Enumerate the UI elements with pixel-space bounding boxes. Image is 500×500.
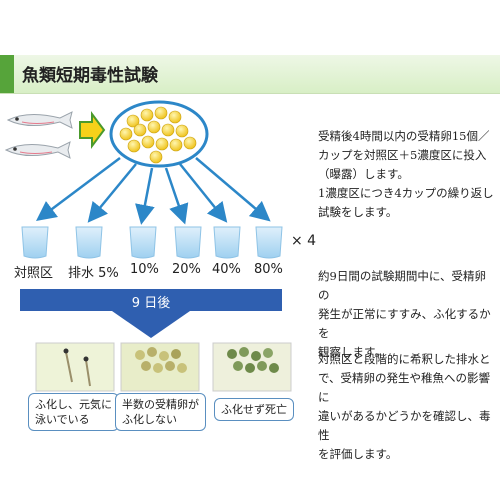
page-title: 魚類短期毒性試験 [22, 66, 158, 86]
cup-icon [213, 226, 241, 259]
desc-line: 受精後4時間以内の受精卵15個／ [318, 129, 490, 143]
title-accent [0, 55, 14, 93]
desc-line: 違いがあるかどうかを確認し、毒性 [318, 409, 491, 442]
label-40pct: 40% [212, 262, 241, 277]
eggs-icon [119, 106, 197, 164]
desc-line: カップを対照区＋5濃度区に投入 [318, 148, 487, 162]
arrow-to-cup-3 [135, 167, 155, 225]
desc-line: 観察します。 [318, 345, 386, 359]
desc-line: 約9日間の試験期間中に、受精卵の [318, 269, 486, 302]
desc-line: 発生が正常にすすみ、ふ化するかを [318, 307, 491, 340]
cup-icon [174, 226, 202, 259]
cup-icon [21, 226, 49, 259]
repeat-multiplier: × 4 [291, 233, 317, 249]
label-10pct: 10% [130, 262, 159, 277]
description-block: 受精後4時間以内の受精卵15個／ カップを対照区＋5濃度区に投入 （曝露）します… [318, 127, 496, 222]
cup-icon [255, 226, 283, 259]
desc-line: 1濃度区につき4カップの繰り返し [318, 186, 494, 200]
half-hatched-eggs-photo [120, 342, 200, 392]
outcome-line: ふ化し、元気に [35, 398, 112, 411]
dead-eggs-photo [212, 342, 292, 392]
outcome-line: ふ化せず死亡 [221, 403, 287, 416]
arrow-to-cup-2 [87, 163, 137, 223]
fish-icon [4, 141, 71, 159]
arrow-right-icon [79, 111, 106, 149]
desc-line: （曝露）します。 [318, 167, 409, 181]
desc-line: 対照区と段階的に希釈した排水と [318, 352, 491, 366]
cup-icon [75, 226, 103, 259]
desc-line: を評価します。 [318, 447, 398, 461]
fish-icon [6, 111, 73, 129]
after-label: 9 日後 [131, 296, 171, 311]
distribution-arrows [36, 157, 271, 225]
arrow-to-cup-1 [36, 157, 121, 221]
description-block: 対照区と段階的に希釈した排水と で、受精卵の発生や稚魚への影響に 違いがあるかど… [318, 350, 496, 464]
outcome-line: 半数の受精卵が [122, 398, 199, 411]
description-block: 約9日間の試験期間中に、受精卵の 発生が正常にすすみ、ふ化するかを 観察します。 [318, 267, 496, 362]
cup-icon [129, 226, 157, 259]
label-20pct: 20% [172, 262, 201, 277]
label-80pct: 80% [254, 262, 283, 277]
outcome-line: 泳いでいる [35, 413, 90, 426]
label-control: 対照区 [14, 266, 54, 281]
after-9-days-arrow [20, 289, 282, 338]
arrow-to-cup-4 [164, 167, 189, 225]
title-bar: 魚類短期毒性試験 [0, 55, 500, 94]
outcome-callout: ふ化し、元気に 泳いでいる [28, 393, 119, 431]
desc-line: で、受精卵の発生や稚魚への影響に [318, 371, 491, 404]
label-5pct: 排水 5% [68, 266, 119, 281]
outcome-callout: ふ化せず死亡 [214, 398, 294, 421]
arrow-to-cup-6 [195, 157, 271, 222]
outcome-line: ふ化しない [122, 413, 177, 426]
hatched-fry-photo [35, 342, 115, 392]
arrow-to-cup-5 [179, 163, 228, 223]
desc-line: 試験をします。 [318, 205, 398, 219]
outcome-callout: 半数の受精卵が ふ化しない [115, 393, 206, 431]
